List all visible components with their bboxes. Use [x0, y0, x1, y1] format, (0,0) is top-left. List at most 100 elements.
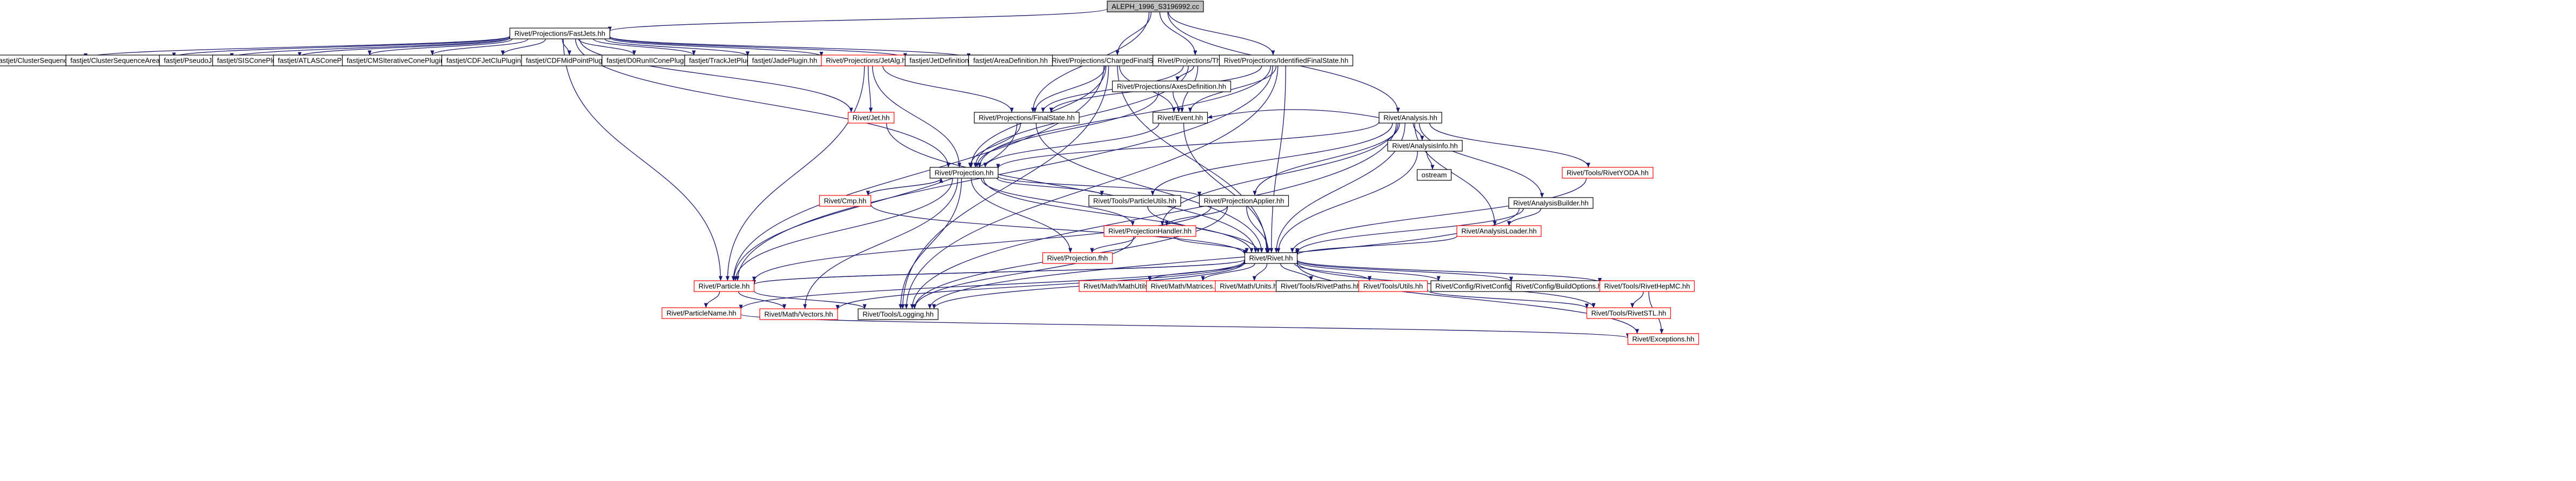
edge-rivet-to-vectors: [835, 261, 1246, 310]
node-finalstate[interactable]: Rivet/Projections/FinalState.hh: [974, 112, 1080, 124]
node-axesdef[interactable]: Rivet/Projections/AxesDefinition.hh: [1112, 80, 1232, 92]
node-jetalg[interactable]: Rivet/Projections/JetAlg.hh: [821, 55, 915, 66]
node-label: Rivet/Tools/Logging.hh: [862, 310, 934, 319]
edge-analysis-to-analysisinfo: [1413, 123, 1424, 141]
edge-particle-to-rivet: [753, 259, 1247, 285]
node-box: [847, 112, 895, 124]
node-vectors[interactable]: Rivet/Math/Vectors.hh: [759, 308, 838, 320]
edge-particle-to-particlename: [704, 291, 720, 308]
edge-identfs-to-event: [1188, 65, 1277, 113]
node-analysisbuilder[interactable]: Rivet/AnalysisBuilder.hh: [1508, 197, 1594, 209]
node-label: Rivet/Math/Matrices.hh: [1151, 282, 1223, 290]
node-box: [819, 195, 872, 207]
node-rivetconfig: Rivet/Config/RivetConfig.hh: [1430, 280, 1527, 292]
edge-jet-to-rivet: [886, 123, 1258, 253]
node-label: ALEPH_1996_S3196992.cc: [1112, 3, 1199, 11]
node-box: [1042, 252, 1113, 264]
node-label: fastjet/CMSIterativeConePlugin.hh: [347, 57, 454, 65]
edge-fastjets-to-clusterseqarea: [172, 36, 511, 58]
edge-rivet-to-rivethepmc: [1296, 260, 1602, 283]
node-jet[interactable]: Rivet/Jet.hh: [847, 112, 895, 124]
node-particleutils[interactable]: Rivet/Tools/ParticleUtils.hh: [1088, 195, 1181, 207]
edge-root-to-thrust: [1159, 11, 1197, 56]
edge-root-to-chargedfs: [1115, 11, 1152, 56]
node-exceptions[interactable]: Rivet/Exceptions.hh: [1627, 333, 1700, 345]
node-projhandler[interactable]: Rivet/ProjectionHandler.hh: [1103, 225, 1196, 237]
node-cdfjetclu: fastjet/CDFJetCluPlugin.hh: [441, 55, 536, 66]
node-rivetyoda[interactable]: Rivet/Tools/RivetYODA.hh: [1562, 167, 1654, 179]
edge-chargedfs-to-finalstate: [1033, 65, 1106, 113]
node-label: Rivet/Tools/RivetYODA.hh: [1567, 169, 1649, 177]
node-projapplier[interactable]: Rivet/ProjectionApplier.hh: [1199, 195, 1289, 207]
node-label: Rivet/Tools/ParticleUtils.hh: [1093, 197, 1176, 205]
node-label: fastjet/CDFMidPointPlugin.hh: [526, 57, 618, 65]
node-label: Rivet/Projections/FastJets.hh: [514, 30, 605, 38]
node-mathutils[interactable]: Rivet/Math/MathUtils.hh: [1079, 280, 1163, 292]
edge-projection-to-vectors: [803, 178, 958, 309]
edge-fastjets-to-trackjet: [593, 38, 696, 56]
node-logging[interactable]: Rivet/Tools/Logging.hh: [858, 308, 939, 320]
edge-root-to-identfs: [1168, 11, 1275, 56]
node-rivetpaths[interactable]: Rivet/Tools/RivetPaths.hh: [1275, 280, 1366, 292]
node-box: [1244, 252, 1298, 264]
node-fastjets[interactable]: Rivet/Projections/FastJets.hh: [509, 28, 611, 39]
node-label: Rivet/Projections/AxesDefinition.hh: [1117, 83, 1226, 91]
node-box: [1358, 280, 1428, 292]
node-analysis[interactable]: Rivet/Analysis.hh: [1379, 112, 1442, 124]
edge-projection-to-rivet: [983, 178, 1254, 253]
node-label: Rivet/Projections/JetAlg.hh: [826, 57, 909, 65]
node-rivetstl[interactable]: Rivet/Tools/RivetSTL.hh: [1586, 307, 1671, 319]
edge-projapplier-to-rivet: [1246, 206, 1270, 253]
edge-particle-to-logging: [753, 290, 867, 309]
node-label: Rivet/Math/Units.hh: [1220, 282, 1281, 290]
edge-rivethepmc-to-rivetstl: [1630, 291, 1644, 308]
edge-fastjets-to-siscone: [298, 37, 511, 57]
node-cmp[interactable]: Rivet/Cmp.hh: [819, 195, 872, 207]
node-buildoptions: Rivet/Config/BuildOptions.hh: [1510, 280, 1611, 292]
node-label: ostream: [1422, 171, 1447, 179]
node-particlename[interactable]: Rivet/ParticleName.hh: [661, 307, 741, 319]
node-box: [858, 308, 939, 320]
node-box: [1508, 197, 1594, 209]
edge-projection-to-particle: [733, 178, 953, 281]
node-box: [1199, 195, 1289, 207]
edge-fastjets-to-particle: [563, 38, 723, 281]
node-box: [1379, 112, 1442, 124]
edge-jetalg-to-particle: [725, 65, 865, 281]
node-label: Rivet/Tools/RivetPaths.hh: [1281, 282, 1361, 290]
node-particle[interactable]: Rivet/Particle.hh: [693, 280, 755, 292]
node-label: Rivet/Config/BuildOptions.hh: [1516, 282, 1605, 290]
file-nodes: ALEPH_1996_S3196992.ccRivet/Projections/…: [0, 1, 1700, 345]
edge-cmp-to-rivet: [870, 204, 1247, 255]
node-chargedfs[interactable]: Rivet/Projections/ChargedFinalState.hh: [1047, 55, 1180, 66]
edge-rivet-to-particlename: [739, 260, 1246, 310]
node-event[interactable]: Rivet/Event.hh: [1152, 112, 1208, 124]
node-label: fastjet/CDFJetCluPlugin.hh: [446, 57, 531, 65]
node-label: Rivet/ParticleName.hh: [666, 309, 736, 317]
node-rivet[interactable]: Rivet/Rivet.hh: [1244, 252, 1298, 264]
node-rivethepmc[interactable]: Rivet/Tools/RivetHepMC.hh: [1599, 280, 1695, 292]
node-units[interactable]: Rivet/Math/Units.hh: [1215, 280, 1286, 292]
node-box: [974, 112, 1080, 124]
edge-analysis-to-event: [1207, 109, 1380, 119]
node-matrices[interactable]: Rivet/Math/Matrices.hh: [1146, 280, 1228, 292]
node-utils[interactable]: Rivet/Tools/Utils.hh: [1358, 280, 1428, 292]
node-identfs[interactable]: Rivet/Projections/IdentifiedFinalState.h…: [1219, 55, 1354, 66]
edge-event-to-rivet: [1183, 123, 1270, 253]
edge-fastjets-to-jetalg: [609, 37, 824, 57]
node-root[interactable]: ALEPH_1996_S3196992.cc: [1107, 1, 1204, 12]
edge-analysisbuilder-to-rivet: [1295, 208, 1524, 253]
node-analysisinfo[interactable]: Rivet/AnalysisInfo.hh: [1387, 140, 1463, 152]
node-projection[interactable]: Rivet/Projection.hh: [929, 167, 999, 179]
node-box: [1088, 195, 1181, 207]
edge-jetalg-to-finalstate: [882, 65, 1014, 113]
node-box: [1152, 112, 1208, 124]
edge-finalstate-to-rivet: [1035, 123, 1264, 253]
node-projectionfhh[interactable]: Rivet/Projection.fhh: [1042, 252, 1113, 264]
edge-identfs-to-particle: [735, 65, 1273, 281]
node-box: [1562, 167, 1654, 179]
edge-analysis-to-projhandler: [1160, 123, 1399, 226]
node-box: [509, 28, 611, 39]
edge-projhandler-to-logging: [912, 236, 1134, 309]
node-analysisloader[interactable]: Rivet/AnalysisLoader.hh: [1456, 225, 1542, 237]
